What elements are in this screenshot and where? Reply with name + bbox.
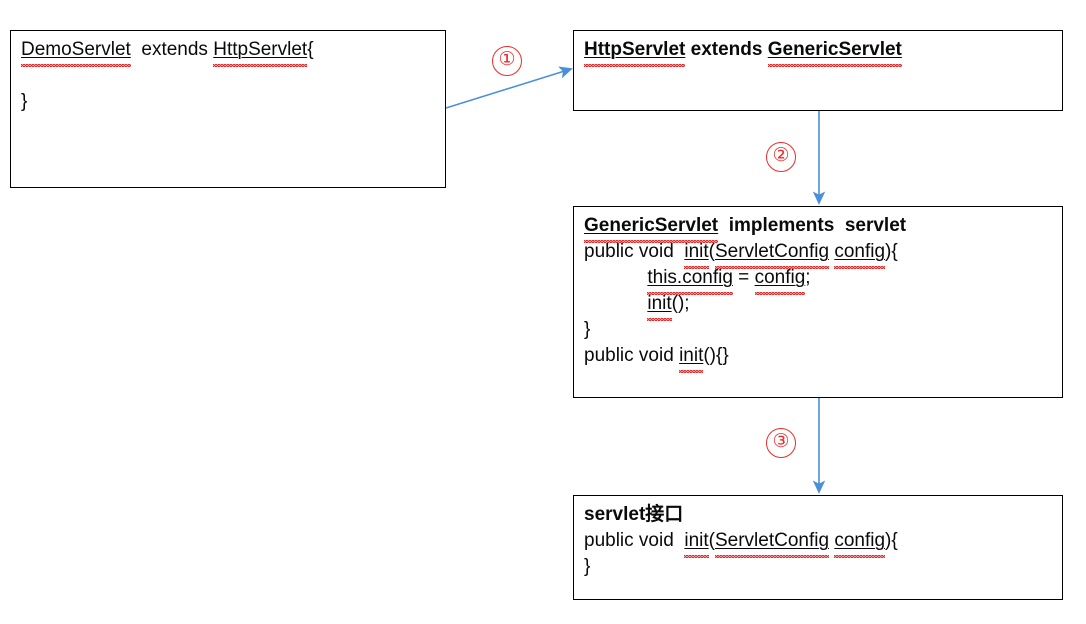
step-marker-3: ③ — [766, 428, 796, 458]
code-line-genericservlet-5: public void init(){} — [584, 343, 1062, 373]
code-line-servlet-1: public void init(ServletConfig config){ — [584, 528, 1062, 558]
box-demoservlet[interactable]: DemoServlet extends HttpServlet{ } — [10, 30, 446, 188]
box-genericservlet[interactable]: GenericServlet implements servlet public… — [573, 206, 1063, 398]
code-line-httpservlet-0: HttpServlet extends GenericServlet — [584, 37, 1062, 67]
box-servlet-interface[interactable]: servlet接口 public void init(ServletConfig… — [573, 495, 1063, 600]
code-line-genericservlet-1: public void init(ServletConfig config){ — [584, 239, 1062, 269]
code-line-genericservlet-0: GenericServlet implements servlet — [584, 213, 1062, 243]
code-line-servlet-0: servlet接口 — [584, 504, 684, 525]
step-marker-1: ① — [492, 46, 522, 76]
code-line-demoservlet-2: } — [21, 91, 28, 112]
code-line-servlet-2: } — [584, 556, 591, 577]
code-line-genericservlet-2: this.config = config; — [584, 265, 1062, 295]
code-line-genericservlet-3: init(); — [584, 291, 1062, 321]
step-marker-2: ② — [766, 142, 796, 172]
code-line-genericservlet-4: } — [584, 319, 591, 340]
box-httpservlet[interactable]: HttpServlet extends GenericServlet — [573, 30, 1063, 111]
code-line-demoservlet-0: DemoServlet extends HttpServlet{ — [21, 37, 445, 67]
